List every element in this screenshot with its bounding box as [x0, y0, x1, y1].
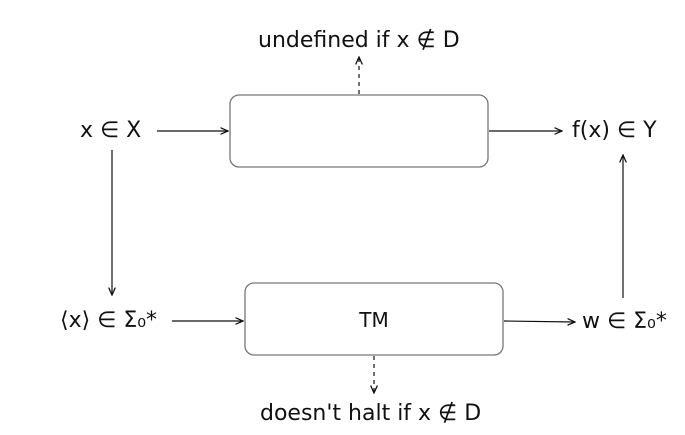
arrow-tm-to-w: [503, 321, 575, 322]
encoded-input-label: ⟨x⟩ ∈ Σ₀*: [60, 308, 158, 333]
tm-label: TM: [358, 308, 388, 332]
input-label: x ∈ X: [80, 118, 142, 143]
nonhalt-note: doesn't halt if x ∉ D: [260, 401, 482, 426]
tm-box: [244, 282, 504, 356]
undefined-note: undefined if x ∉ D: [258, 28, 460, 53]
output-label: f(x) ∈ Y: [572, 118, 657, 143]
encoded-output-label: w ∈ Σ₀*: [582, 309, 667, 334]
function-box: [229, 94, 489, 168]
